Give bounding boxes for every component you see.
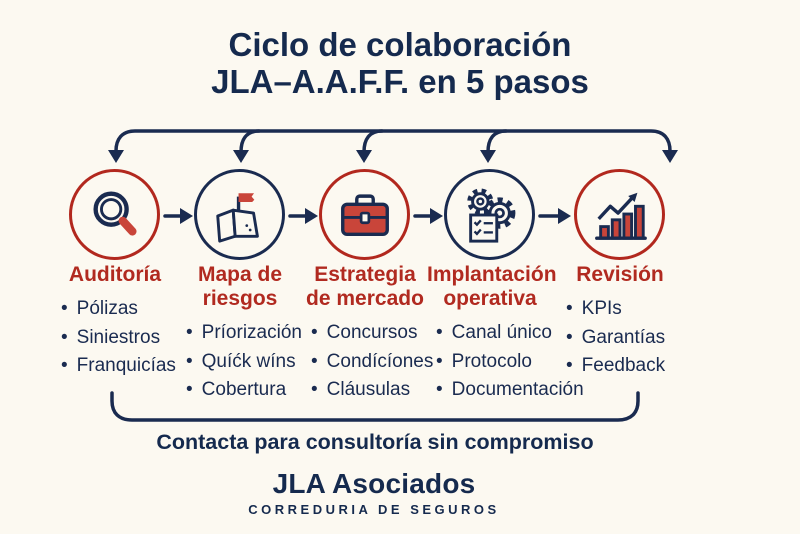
- step-title-line: de mercado: [306, 287, 424, 310]
- feedback-line: [114, 129, 672, 154]
- feedback-arrowheads: [108, 150, 678, 163]
- list-item: Franquicías: [61, 352, 193, 381]
- title-line-1: Ciclo de colaboración: [228, 26, 572, 63]
- step-title: Mapa de riesgos: [177, 263, 303, 311]
- step-circle-auditoria: [69, 169, 160, 260]
- list-item: Pólizas: [61, 295, 193, 324]
- list-item: Garantías: [566, 324, 698, 353]
- list-item: Protocolo: [436, 348, 568, 377]
- arrowhead-right-icon: [430, 208, 443, 224]
- arrowhead-down-icon: [356, 150, 372, 163]
- list-item: Cláusulas: [311, 376, 443, 405]
- step-circle-revision: [574, 169, 665, 260]
- arrowhead-right-icon: [180, 208, 193, 224]
- step-column-auditoria: Auditoría Pólizas Siniestros Franquicías: [37, 263, 193, 381]
- step-column-mapa-de-riesgos: Mapa de riesgos Príorización Quíćk wíns …: [162, 263, 318, 405]
- brand-subtitle: CORREDURIA DE SEGUROS: [248, 502, 500, 517]
- step-column-implantacion: Implantación operativa Canal único Proto…: [412, 263, 584, 405]
- step-title: Auditoría: [52, 263, 178, 287]
- arrowhead-down-icon: [480, 150, 496, 163]
- step-circle-mapa-de-riesgos: [194, 169, 285, 260]
- list-item: Quíćk wíns: [186, 348, 318, 377]
- arrowhead-down-icon: [108, 150, 124, 163]
- step-title-line: riesgos: [202, 287, 278, 310]
- brand-name: JLA Asociados: [272, 468, 476, 499]
- step-item-list: Príorización Quíćk wíns Cobertura: [162, 319, 318, 405]
- step-item-list: Pólizas Siniestros Franquicías: [37, 295, 193, 381]
- arrowhead-down-icon: [233, 150, 249, 163]
- step-circle-estrategia: [319, 169, 410, 260]
- briefcase-icon: [340, 193, 389, 236]
- step-column-estrategia: Estrategia de mercado Concursos Condícío…: [287, 263, 443, 405]
- step-title-line: Auditoría: [68, 263, 162, 286]
- feedback-drop-3: [486, 129, 508, 154]
- arrowhead-right-icon: [558, 208, 571, 224]
- step-column-revision: Revisión KPIs Garantías Feedback: [542, 263, 698, 381]
- cta-text: Contacta para consultoría sin compromiso: [156, 430, 594, 454]
- step-title-line: Revisión: [576, 263, 664, 286]
- list-item: KPIs: [566, 295, 698, 324]
- list-item: Condícíones: [311, 348, 443, 377]
- list-item: Feedback: [566, 352, 698, 381]
- arrowhead-down-icon: [662, 150, 678, 163]
- feedback-drop-2: [362, 129, 384, 154]
- step-circle-implantacion: [444, 169, 535, 260]
- list-item: Cobertura: [186, 376, 318, 405]
- arrowhead-right-icon: [305, 208, 318, 224]
- step-title: Revisión: [557, 263, 683, 287]
- title-line-2: JLA–A.A.F.F. en 5 pasos: [211, 63, 589, 100]
- magnifier-icon: [92, 191, 137, 236]
- map-flag-icon: [215, 192, 259, 243]
- list-item: Concursos: [311, 319, 443, 348]
- step-title-line: operativa: [443, 287, 537, 310]
- step-item-list: KPIs Garantías Feedback: [542, 295, 698, 381]
- growth-chart-icon: [594, 192, 647, 240]
- page-title: Ciclo de colaboración JLA–A.A.F.F. en 5 …: [0, 26, 800, 100]
- step-item-list: Canal único Protocolo Documentación: [412, 319, 584, 405]
- step-title-line: Estrategia: [314, 263, 416, 286]
- step-title: Estrategia de mercado: [302, 263, 428, 311]
- list-item: Siniestros: [61, 324, 193, 353]
- step-title-line: Mapa de: [197, 263, 283, 286]
- step-item-list: Concursos Condícíones Cláusulas: [287, 319, 443, 405]
- list-item: Documentación: [436, 376, 584, 405]
- list-item: Canal único: [436, 319, 568, 348]
- feedback-drop-1: [239, 129, 261, 154]
- feedback-arrows: [114, 129, 672, 154]
- gears-checklist-icon: [466, 187, 515, 243]
- list-item: Príorización: [186, 319, 318, 348]
- step-title: Implantación operativa: [427, 263, 557, 311]
- step-title-line: Implantación: [427, 263, 557, 286]
